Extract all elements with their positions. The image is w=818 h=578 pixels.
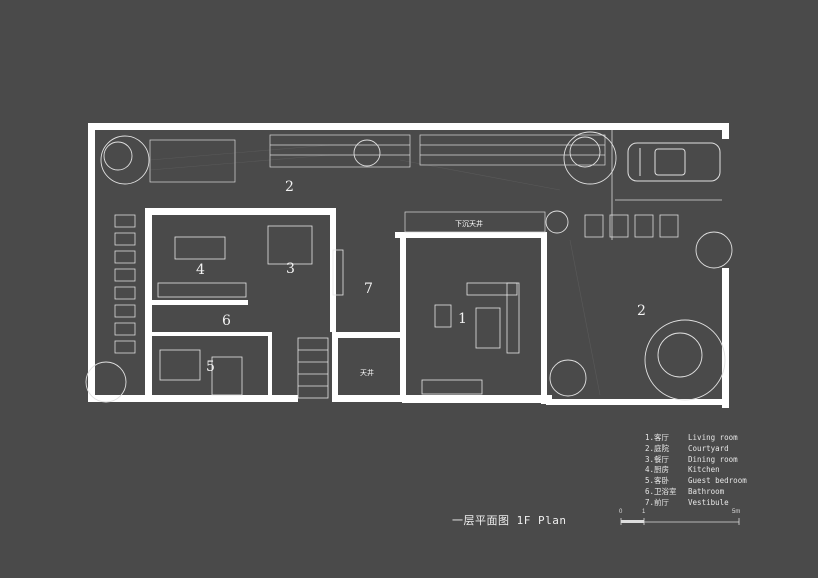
furniture <box>157 225 520 399</box>
scale-tick-5: 5m <box>732 509 741 515</box>
scale-tick-0: 0 <box>619 509 623 515</box>
stepping-stones <box>114 214 679 354</box>
trees <box>85 131 733 403</box>
outer-walls <box>88 123 729 408</box>
room-label-bedroom: 5 <box>206 359 215 375</box>
car-icon <box>627 142 721 182</box>
room-label-vestibule: 7 <box>364 281 373 297</box>
room-label-kitchen: 4 <box>196 262 205 278</box>
label-sunken-court: 下沉天井 <box>455 220 483 228</box>
terrace-deck <box>149 134 606 233</box>
room-label-bathroom: 6 <box>222 313 231 329</box>
parking-area <box>611 130 722 240</box>
room-label-living: 1 <box>458 311 467 327</box>
room-label-courtyard-north: 2 <box>285 179 294 195</box>
room-label-dining: 3 <box>286 261 295 277</box>
label-light-well: 天井 <box>360 369 374 377</box>
plan-title: 一层平面图 1F Plan <box>452 514 567 527</box>
scale-bar <box>620 518 740 525</box>
scale-tick-1: 1 <box>642 509 646 515</box>
room-label-courtyard-east: 2 <box>637 303 646 319</box>
floor-hatching <box>149 144 601 396</box>
